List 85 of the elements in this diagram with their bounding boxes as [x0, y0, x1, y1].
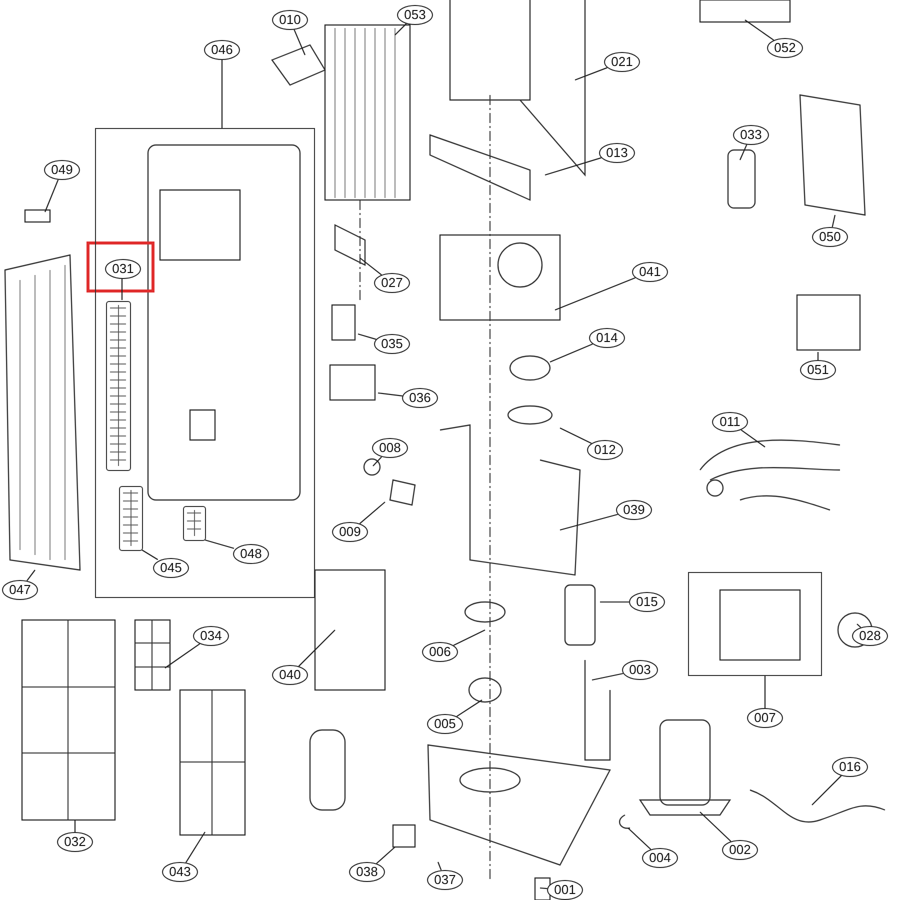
callout-number: 037	[427, 870, 463, 890]
callout-number: 046	[204, 40, 240, 60]
callout-number: 004	[642, 848, 678, 868]
leader-line	[856, 624, 862, 628]
leader-line	[453, 630, 486, 646]
leader-line	[358, 333, 376, 340]
leader-line	[185, 832, 206, 863]
callout-number: 012	[587, 440, 623, 460]
callout-number: 027	[374, 273, 410, 293]
leader-line	[700, 812, 732, 842]
leader-line	[44, 180, 59, 212]
leader-line	[740, 144, 748, 160]
callout-number: 035	[374, 334, 410, 354]
leader-line	[560, 428, 592, 444]
leader-line	[164, 643, 200, 668]
leader-line	[628, 828, 652, 850]
leader-line	[121, 278, 123, 300]
assembly-frame	[688, 572, 822, 676]
callout-number: 033	[733, 125, 769, 145]
leader-line	[142, 550, 158, 560]
callout-number: 028	[852, 626, 888, 646]
part-drawing	[119, 486, 143, 551]
leader-line	[359, 502, 386, 524]
leader-line	[378, 392, 402, 396]
leader-line	[600, 601, 629, 603]
callout-number: 045	[153, 558, 189, 578]
leader-line	[540, 887, 548, 890]
leader-line	[764, 676, 766, 708]
leader-line	[544, 157, 602, 176]
callout-number: 032	[57, 832, 93, 852]
callout-number: 053	[397, 5, 433, 25]
callout-number: 005	[427, 714, 463, 734]
callout-number: 040	[272, 665, 308, 685]
callout-number: 002	[722, 840, 758, 860]
leader-line	[574, 67, 608, 81]
leader-line	[592, 672, 624, 681]
callout-number: 011	[712, 412, 748, 432]
leader-line	[376, 846, 396, 864]
leader-line	[832, 214, 836, 228]
callout-number: 047	[2, 580, 38, 600]
leader-line	[812, 775, 842, 806]
callout-number: 034	[193, 626, 229, 646]
callout-number: 007	[747, 708, 783, 728]
callout-number: 015	[629, 592, 665, 612]
leader-line	[372, 456, 382, 466]
callout-number: 043	[162, 862, 198, 882]
part-drawing	[106, 301, 131, 471]
callout-number: 016	[832, 757, 868, 777]
leader-line	[204, 539, 234, 549]
leader-line	[817, 352, 819, 360]
leader-line	[560, 514, 618, 531]
callout-number: 038	[349, 862, 385, 882]
leader-line	[456, 700, 482, 717]
leader-line	[437, 862, 442, 870]
leader-line	[744, 20, 774, 41]
callout-number: 048	[233, 544, 269, 564]
callout-number: 036	[402, 388, 438, 408]
leader-line	[26, 570, 36, 582]
callout-number: 049	[44, 160, 80, 180]
callout-number: 021	[604, 52, 640, 72]
leader-line	[740, 429, 766, 448]
callout-number: 006	[422, 642, 458, 662]
leader-line	[394, 23, 407, 36]
callout-number: 041	[632, 262, 668, 282]
callout-number: 003	[622, 660, 658, 680]
callout-number: 050	[812, 227, 848, 247]
assembly-frame	[95, 128, 315, 598]
callout-number: 001	[547, 880, 583, 900]
callout-number: 008	[372, 438, 408, 458]
callout-number: 010	[272, 10, 308, 30]
leader-line	[554, 277, 636, 311]
callout-number: 013	[599, 143, 635, 163]
callout-number: 031	[105, 259, 141, 279]
leader-line	[360, 258, 382, 276]
leader-line	[550, 344, 593, 362]
callout-number: 039	[616, 500, 652, 520]
leader-line	[298, 630, 336, 667]
callout-number: 052	[767, 38, 803, 58]
part-drawing	[183, 506, 206, 541]
leader-line	[74, 820, 76, 832]
callout-number: 014	[589, 328, 625, 348]
callout-number: 009	[332, 522, 368, 542]
leader-line	[294, 29, 306, 56]
leader-line	[221, 60, 223, 128]
callout-number: 051	[800, 360, 836, 380]
